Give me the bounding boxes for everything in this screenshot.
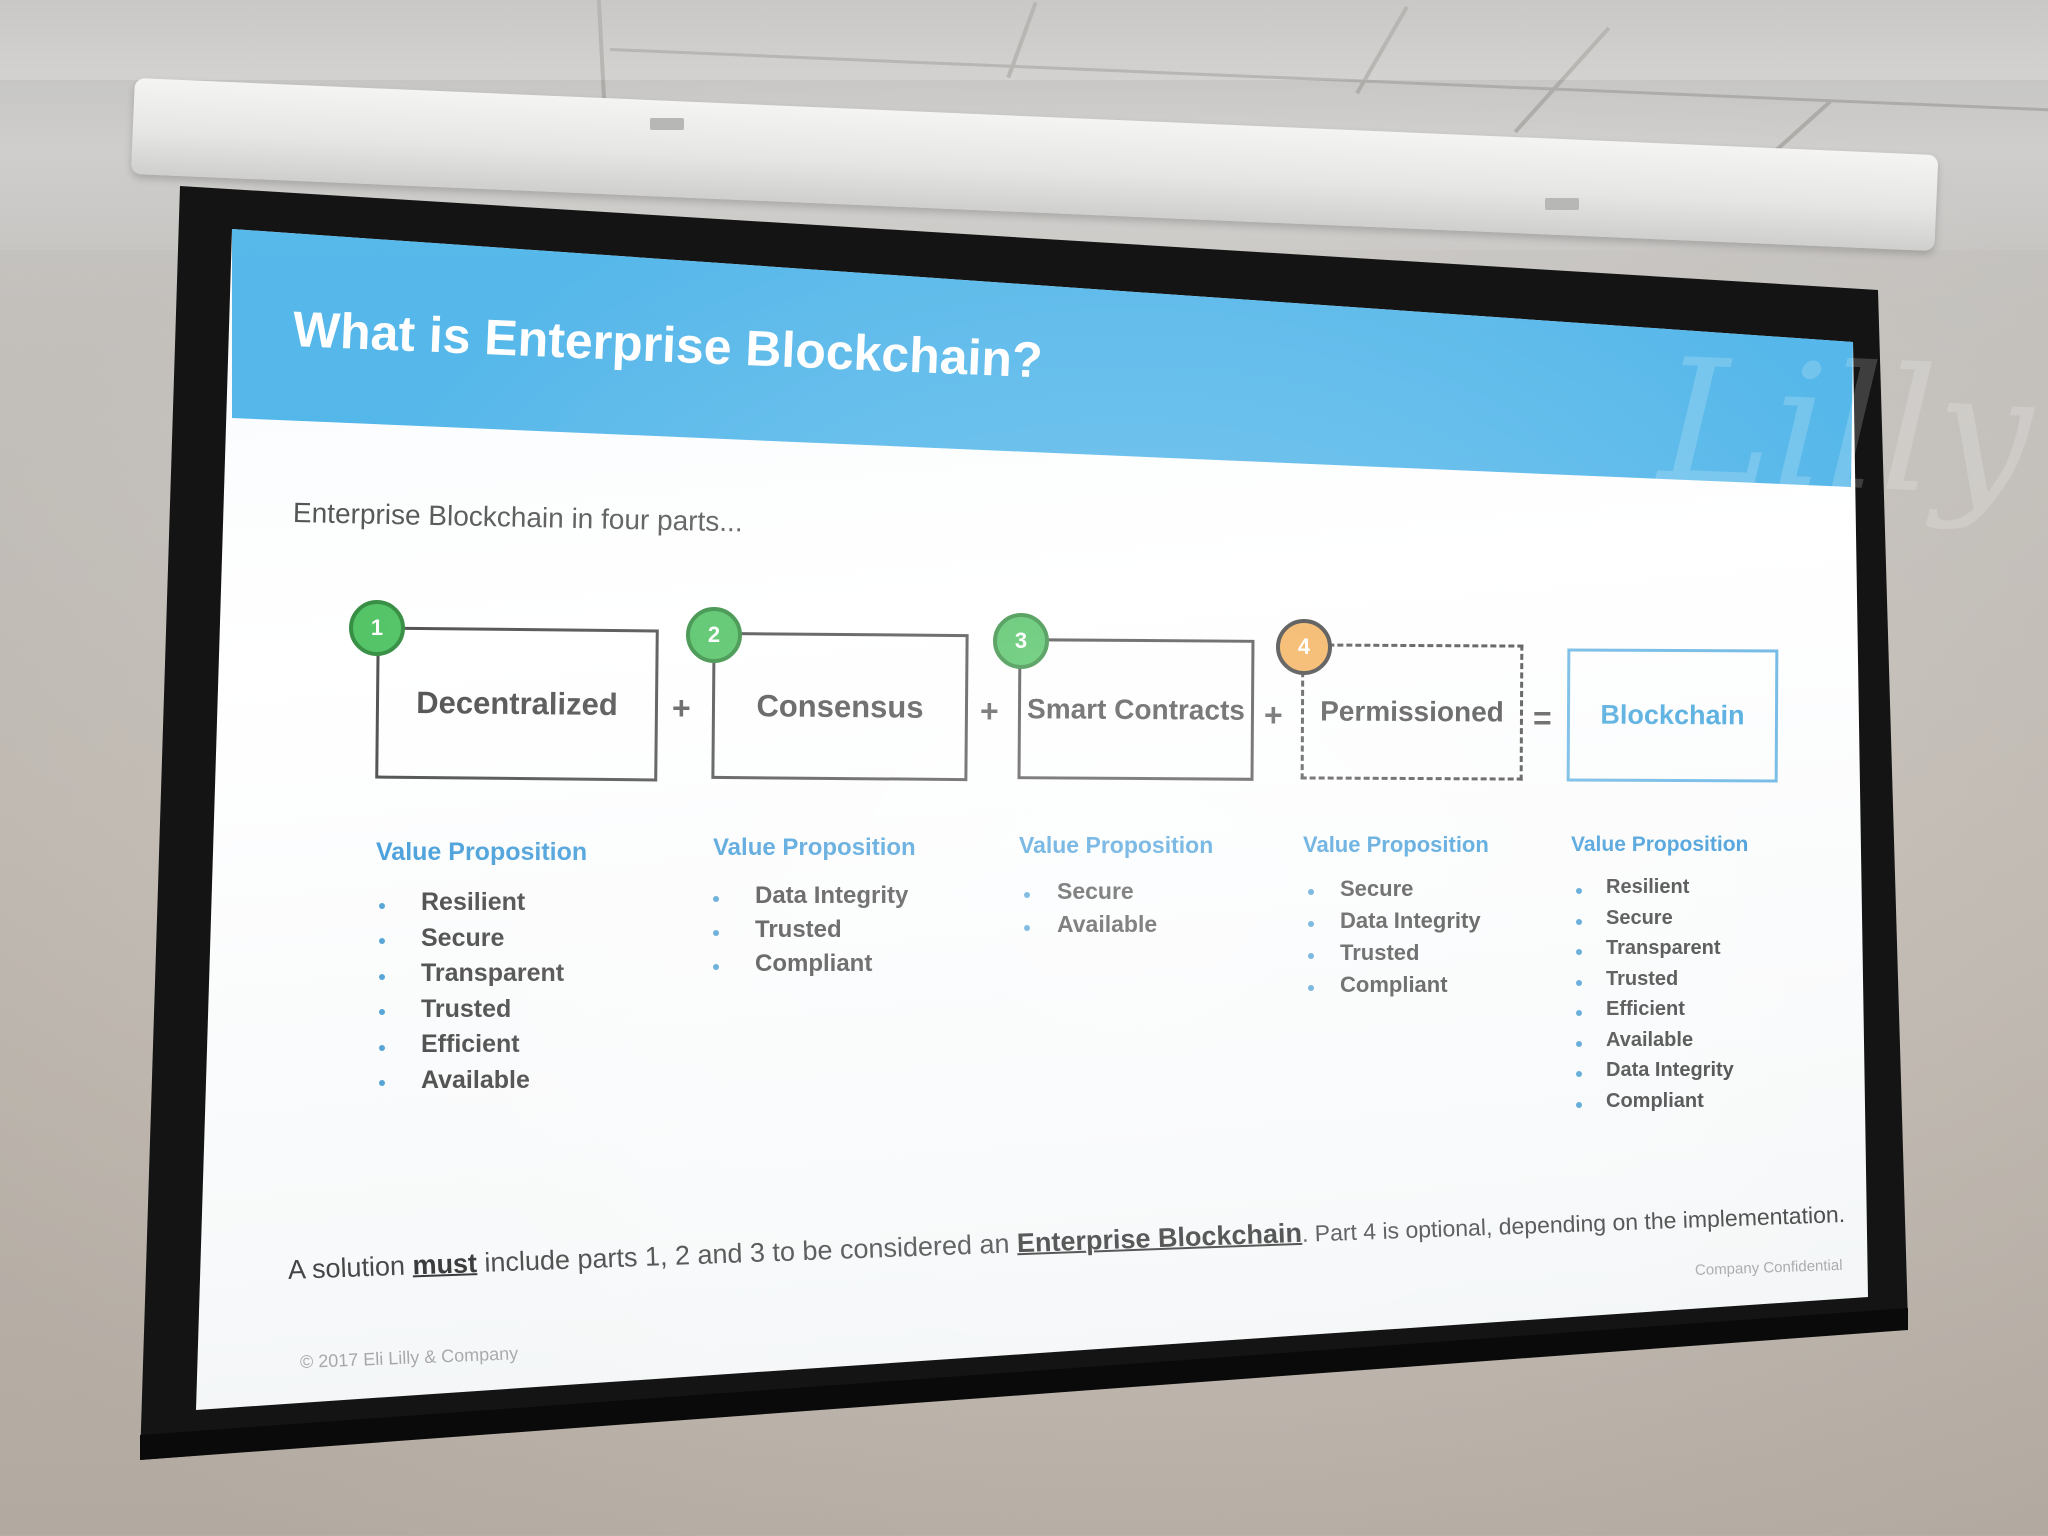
lilly-watermark: Lilly [1656,322,2037,536]
list-item: Secure [1576,907,1734,938]
badge-number-3: 3 [993,613,1049,669]
part-box-consensus: Consensus [711,631,969,782]
part-box-smart-contracts: Smart Contracts [1017,638,1255,781]
part-label: Permissioned [1320,695,1504,728]
result-label: Blockchain [1600,699,1745,731]
list-item: Resilient [379,888,564,924]
value-proposition-title: Value Proposition [376,838,588,866]
list-item: Trusted [379,995,564,1031]
value-proposition-list: Resilient Secure Transparent Trusted Eff… [1576,876,1734,1121]
value-proposition-list: Data Integrity Trusted Compliant [713,882,908,984]
list-item: Secure [1024,878,1157,911]
list-item: Data Integrity [1308,908,1481,940]
plus-operator: + [672,690,691,726]
list-item: Data Integrity [713,882,908,916]
list-item: Secure [379,924,564,960]
list-item: Compliant [713,950,908,984]
part-box-decentralized: Decentralized [375,626,659,782]
part-label: Smart Contracts [1026,692,1246,726]
value-proposition-title: Value Proposition [1019,832,1214,858]
list-item: Efficient [379,1030,564,1066]
list-item: Transparent [1576,937,1734,968]
list-item: Trusted [713,916,908,950]
list-item: Data Integrity [1576,1059,1734,1090]
housing-bracket [1545,198,1579,210]
badge-number-4: 4 [1276,619,1332,675]
note-text: A solution [287,1250,414,1285]
value-proposition-title: Value Proposition [1571,833,1749,856]
part-label: Consensus [756,687,924,725]
value-proposition-title: Value Proposition [1303,832,1489,857]
list-item: Resilient [1576,876,1734,907]
housing-bracket [650,118,684,130]
value-proposition-list: Secure Data Integrity Trusted Compliant [1308,876,1481,1004]
badge-number-2: 2 [686,607,742,663]
value-proposition-list: Resilient Secure Transparent Trusted Eff… [379,888,564,1102]
part-box-permissioned: Permissioned [1300,643,1524,781]
list-item: Trusted [1576,968,1734,999]
list-item: Available [379,1066,564,1102]
note-emphasis: must [411,1248,478,1281]
result-box-blockchain: Blockchain [1566,648,1779,783]
list-item: Trusted [1308,940,1481,972]
list-item: Compliant [1308,972,1481,1004]
badge-number-1: 1 [349,600,405,656]
value-proposition-title: Value Proposition [713,834,916,861]
list-item: Available [1024,911,1157,944]
list-item: Compliant [1576,1090,1734,1121]
list-item: Secure [1308,876,1481,908]
part-label: Decentralized [416,684,618,723]
plus-operator: + [980,693,999,729]
plus-operator: + [1264,697,1283,733]
list-item: Efficient [1576,998,1734,1029]
equals-operator: = [1533,700,1552,736]
list-item: Available [1576,1029,1734,1060]
list-item: Transparent [379,959,564,995]
value-proposition-list: Secure Available [1024,878,1157,944]
